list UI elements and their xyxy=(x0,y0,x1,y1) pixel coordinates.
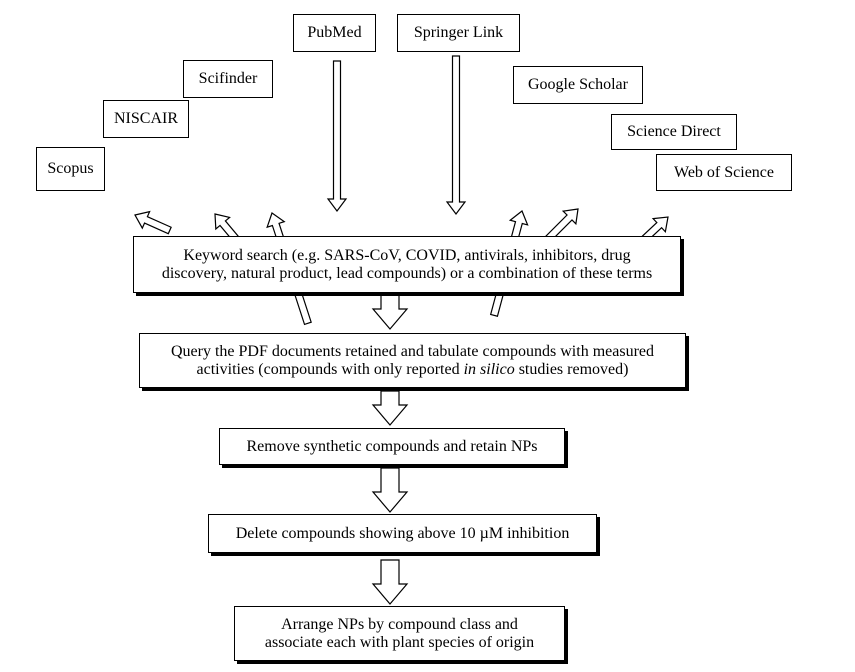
flow-arrow-4 xyxy=(371,559,409,605)
flow-arrow-1 xyxy=(371,294,409,330)
step-delete-line-1: Delete compounds showing above 10 µM inh… xyxy=(235,524,570,542)
flow-arrow-2 xyxy=(371,390,409,426)
step-remove-synthetic: Remove synthetic compounds and retain NP… xyxy=(219,428,565,465)
springer-arrow xyxy=(445,55,467,215)
step-remove-line-1: Remove synthetic compounds and retain NP… xyxy=(246,437,538,455)
source-science-direct: Science Direct xyxy=(611,114,737,150)
source-pubmed: PubMed xyxy=(293,14,376,52)
step-keyword-search: Keyword search (e.g. SARS-CoV, COVID, an… xyxy=(133,236,681,293)
step-arrange-nps: Arrange NPs by compound class and associ… xyxy=(234,606,565,661)
step-arrange-line-2: associate each with plant species of ori… xyxy=(264,633,535,651)
source-web-of-science: Web of Science xyxy=(656,154,792,191)
source-scifinder: Scifinder xyxy=(183,60,273,98)
step-query-line-2: activities (compounds with only reported… xyxy=(197,361,629,379)
step-query-line-2-before: activities (compounds with only reported xyxy=(196,360,464,378)
step-query-pdf: Query the PDF documents retained and tab… xyxy=(139,333,686,388)
source-springer-link: Springer Link xyxy=(397,14,520,52)
flow-arrow-3 xyxy=(371,467,409,513)
step-keyword-line-1: Keyword search (e.g. SARS-CoV, COVID, an… xyxy=(183,246,631,264)
pubmed-arrow xyxy=(326,60,348,212)
step-query-line-2-italic: in silico xyxy=(463,360,515,378)
step-query-line-1: Query the PDF documents retained and tab… xyxy=(171,342,654,360)
step-arrange-line-1: Arrange NPs by compound class and xyxy=(281,615,518,633)
step-query-line-2-after: studies removed) xyxy=(514,360,629,378)
source-scopus: Scopus xyxy=(36,147,105,191)
source-niscair: NISCAIR xyxy=(103,100,189,138)
scopus-arrow xyxy=(134,210,172,235)
step-keyword-line-2: discovery, natural product, lead compoun… xyxy=(161,264,653,282)
step-delete-compounds: Delete compounds showing above 10 µM inh… xyxy=(208,514,597,553)
source-google-scholar: Google Scholar xyxy=(513,66,643,104)
